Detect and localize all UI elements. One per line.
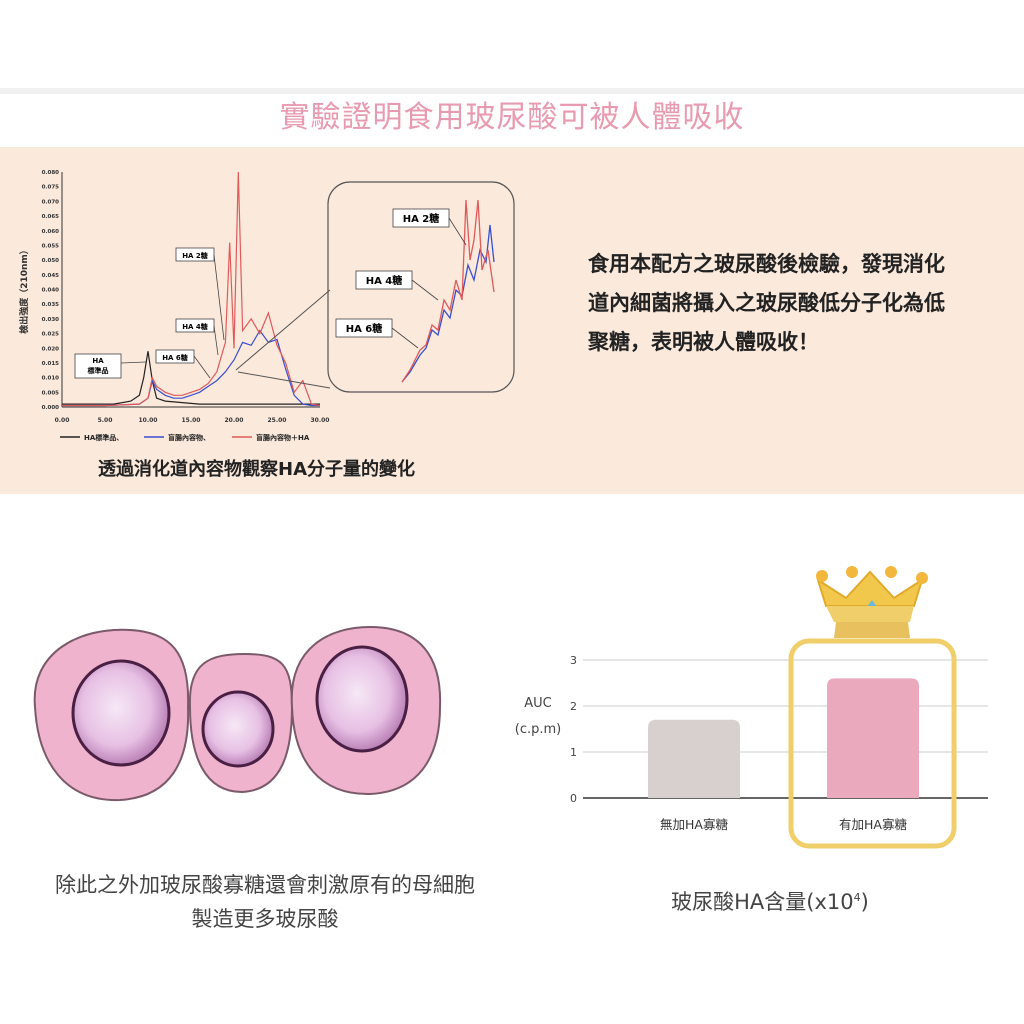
- callout-ha6-label: HA 6糖: [162, 353, 188, 362]
- x-tick-label: 0.00: [55, 417, 70, 424]
- legend-label: 盲腸內容物、: [168, 433, 210, 442]
- y-tick-label: 0.010: [42, 376, 60, 382]
- y-tick-label: 0.030: [42, 317, 60, 323]
- hplc-description: 食用本配方之玻尿酸後檢驗，發現消化道內細菌將攝入之玻尿酸低分子化為低聚糖，表明被…: [588, 252, 945, 354]
- callout-ha4-label: HA 4糖: [182, 322, 208, 331]
- x-tick-label: 10.00: [139, 417, 158, 424]
- y-tick-label: 0.065: [42, 214, 60, 220]
- callout-standard-label: HA: [92, 357, 104, 365]
- series-line: [62, 329, 320, 407]
- y-tick-label: 0: [570, 792, 577, 805]
- auc-caption-tail: ): [860, 890, 869, 914]
- callout-ha4: [175, 318, 215, 333]
- callout-standard: [74, 353, 122, 379]
- y-axis-label: 檢出強度（210nm）: [18, 245, 30, 334]
- series-line: [62, 351, 320, 405]
- y-tick-label: 0.050: [42, 258, 60, 264]
- crown-icon: [816, 566, 928, 638]
- y-tick-label: 1: [570, 746, 577, 759]
- series-line: [62, 171, 321, 407]
- y-tick-label: 0.035: [42, 302, 60, 308]
- y-tick-label: 0.070: [42, 199, 60, 205]
- y-tick-label: 0.080: [42, 170, 60, 176]
- y-tick-label: 0.055: [42, 243, 60, 249]
- auc-caption-exponent: 4: [853, 891, 861, 904]
- callout-ha2-label: HA 2糖: [182, 251, 208, 260]
- x-tick-label: 30.00: [311, 417, 330, 424]
- auc-caption-text: 玻尿酸HA含量(x10: [671, 890, 854, 914]
- bar: [827, 678, 919, 798]
- legend-label: 盲腸內容物＋HA: [256, 433, 310, 442]
- hplc-caption: 透過消化道內容物觀察HA分子量的變化: [98, 459, 415, 480]
- category-label: 有加HA寡糖: [839, 817, 907, 832]
- x-tick-label: 5.00: [98, 417, 113, 424]
- y-tick-label: 0.005: [42, 390, 60, 396]
- y-tick-label: 0.000: [42, 405, 60, 411]
- x-tick-label: 20.00: [225, 417, 244, 424]
- zoom-line-cecum: [401, 224, 495, 383]
- cells-caption-line2: 製造更多玻尿酸: [191, 907, 339, 931]
- callout-standard-label-2: 標準品: [88, 366, 109, 375]
- cells-caption-line1: 除此之外加玻尿酸寡糖還會刺激原有的母細胞: [55, 873, 475, 897]
- hplc-chart: 0.080 0.075 0.070 0.065 0.060 0.055 0.050 0.045…: [18, 170, 515, 442]
- cells-illustration: [33, 625, 442, 802]
- highlight-frame: [788, 638, 957, 849]
- y-tick-label: 0.040: [42, 288, 60, 294]
- nucleus-middle: [201, 690, 275, 768]
- zoom-callout-ha2-label: HA 2糖: [403, 212, 440, 225]
- y-tick-label: 0.060: [42, 229, 60, 235]
- legend-label: HA標準品、: [84, 433, 123, 442]
- y-tick-label: 0.020: [42, 346, 60, 352]
- nucleus-right: [315, 645, 409, 753]
- y-axis-label: AUC: [524, 696, 552, 711]
- page-title: 實驗證明食用玻尿酸可被人體吸收: [279, 100, 745, 135]
- y-tick-label: 0.015: [42, 361, 60, 367]
- top-divider: [0, 88, 1024, 94]
- y-axis-label-unit: (c.p.m): [515, 722, 561, 737]
- y-tick-label: 0.025: [42, 332, 60, 338]
- callout-ha2: [175, 247, 215, 262]
- hplc-panel: [0, 147, 1024, 494]
- auc-caption: 玻尿酸HA含量(x104): [560, 886, 980, 916]
- category-label: 無加HA寡糖: [660, 817, 728, 832]
- y-tick-label: 0.045: [42, 273, 60, 279]
- zoom-callout-ha4-label: HA 4糖: [366, 274, 403, 287]
- bar: [648, 719, 740, 798]
- zoom-line-cecum-ha: [401, 199, 495, 383]
- cells-caption: 除此之外加玻尿酸寡糖還會刺激原有的母細胞 製造更多玻尿酸: [0, 868, 530, 936]
- y-tick-label: 3: [570, 654, 577, 667]
- x-tick-label: 15.00: [182, 417, 201, 424]
- zoom-callout-ha6-label: HA 6糖: [346, 322, 383, 335]
- y-tick-label: 0.075: [42, 185, 60, 191]
- y-tick-label: 2: [570, 700, 577, 713]
- nucleus-left: [71, 659, 171, 767]
- x-tick-label: 25.00: [268, 417, 287, 424]
- zoom-inset: [327, 181, 515, 393]
